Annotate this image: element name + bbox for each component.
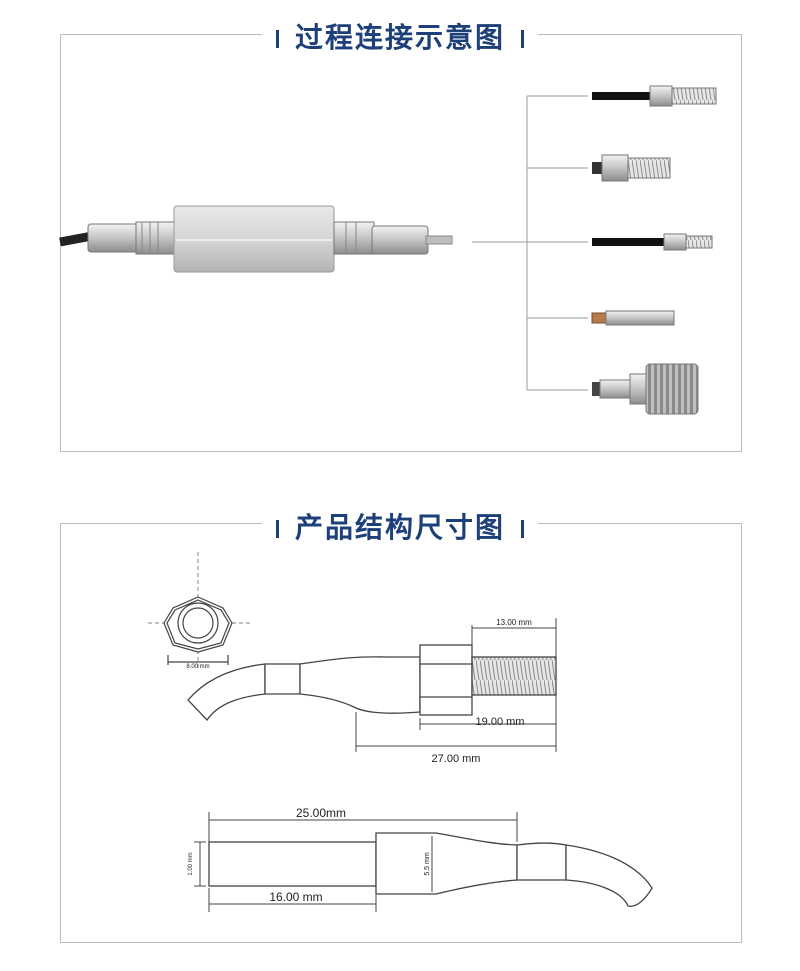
sensor-side-view: [187, 644, 557, 722]
section-title-2: 产品结构尺寸图: [294, 511, 505, 544]
title-bar-left: [276, 520, 280, 538]
sensor-type-1: [592, 85, 717, 107]
sensor-type-5: [592, 363, 699, 415]
signal-converter-box: [173, 205, 335, 273]
connector-right: [333, 221, 453, 255]
section-title-1: 过程连接示意图: [294, 21, 505, 54]
thread-length-label: 13.00 mm: [496, 618, 532, 627]
sensor-type-2: [592, 154, 671, 182]
hex-to-tip-label: 19.00 mm: [476, 716, 525, 728]
probe-length-label: 25.00mm: [296, 806, 346, 820]
title-bar-right: [520, 30, 524, 48]
total-length-label: 27.00 mm: [432, 753, 481, 765]
sensor-type-3: [592, 233, 713, 251]
probe-side-view: [208, 832, 653, 907]
cable-left: [59, 231, 93, 247]
title-bar-right: [520, 520, 524, 538]
body-diameter-label: 5.5 mm: [424, 852, 431, 876]
dim-lines-bottom: [194, 812, 518, 912]
connection-lines: [472, 95, 588, 391]
title-bar-left: [276, 30, 280, 48]
process-connection-title: 过程连接示意图: [0, 16, 800, 56]
structure-dimension-title: 产品结构尺寸图: [0, 506, 800, 546]
dim-lines-top: [355, 618, 557, 752]
sensor-type-4: [591, 310, 675, 326]
tip-diameter-label: 1.00 mm: [188, 852, 194, 875]
connector-left: [87, 221, 175, 255]
tip-length-label: 16.00 mm: [269, 890, 322, 904]
hex-width-label: 8.00 mm: [186, 664, 209, 670]
hex-end-view: [148, 552, 252, 668]
